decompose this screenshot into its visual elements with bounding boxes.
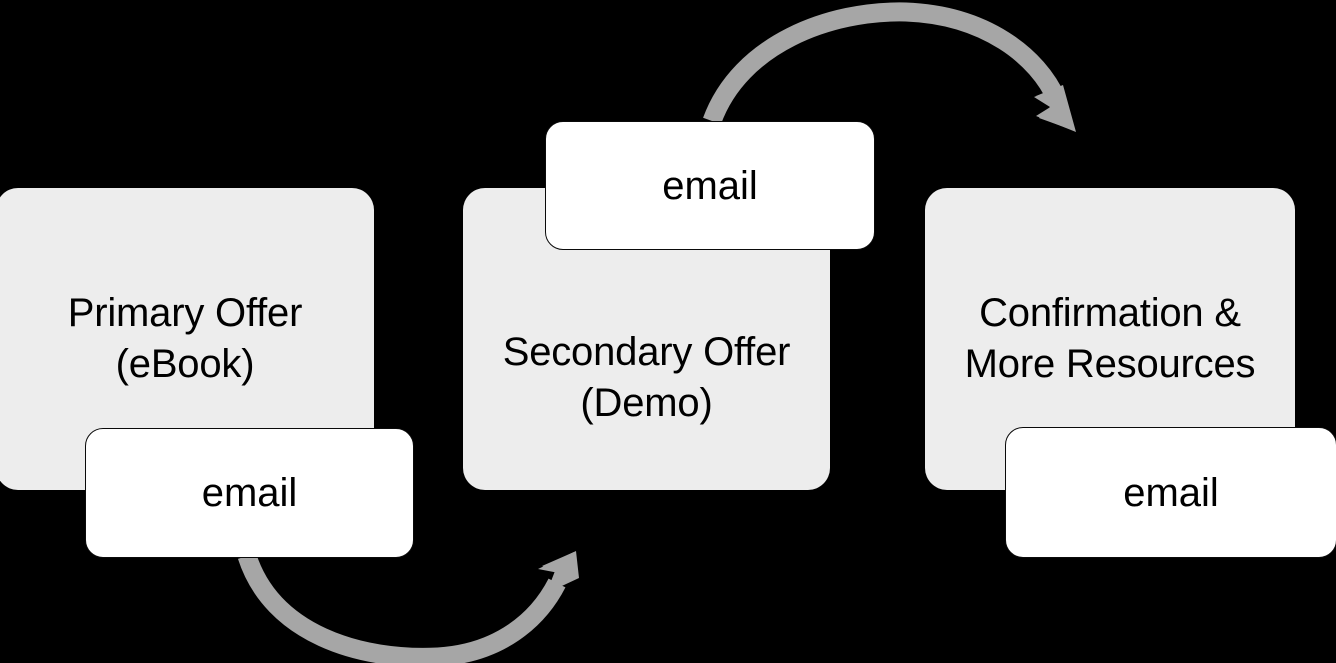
stage-label-confirmation: Confirmation & More Resources bbox=[964, 290, 1256, 386]
stage-box-secondary-offer[interactable]: Secondary Offer (Demo) bbox=[463, 188, 830, 490]
email-box-primary-offer[interactable]: email bbox=[85, 428, 414, 558]
email-box-secondary-offer[interactable]: email bbox=[545, 121, 875, 250]
email-label-primary-offer: email bbox=[201, 471, 298, 515]
email-label-secondary-offer: email bbox=[662, 163, 758, 208]
email-label-confirmation: email bbox=[1123, 470, 1219, 515]
stage-label-secondary-offer: Secondary Offer (Demo) bbox=[502, 329, 791, 425]
curved-arrow-up-icon bbox=[703, 2, 1076, 132]
email-box-confirmation[interactable]: email bbox=[1005, 427, 1336, 558]
curved-arrow-down-icon bbox=[237, 551, 579, 663]
stage-label-primary-offer: Primary Offer (eBook) bbox=[67, 290, 303, 386]
